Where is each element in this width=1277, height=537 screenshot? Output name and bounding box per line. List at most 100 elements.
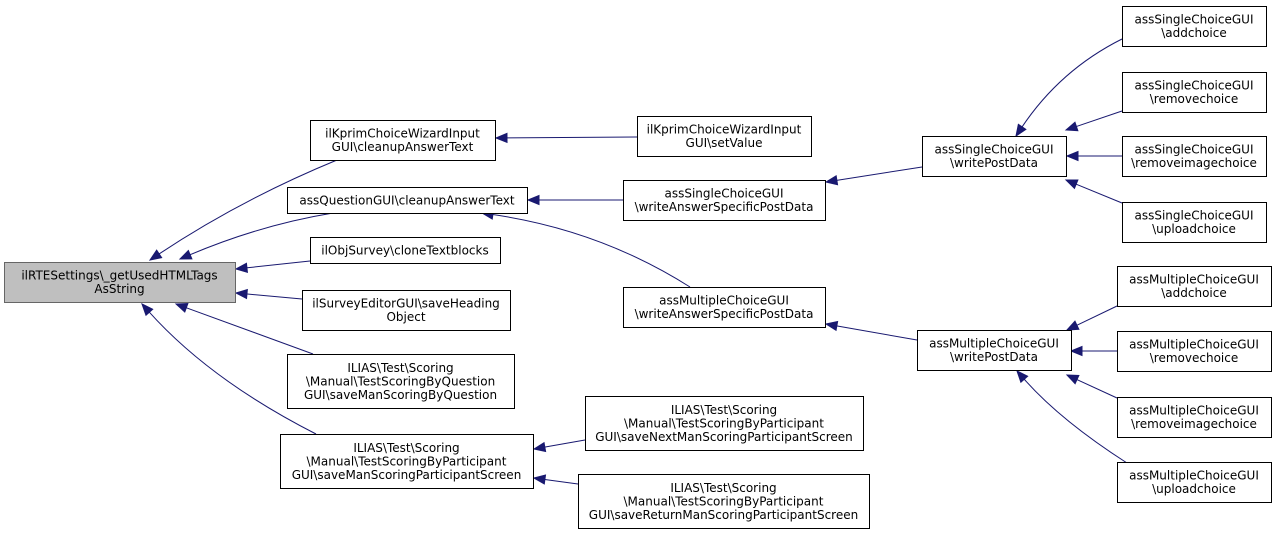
edge-single-upload-to-single-post [1064,179,1123,204]
node-box [310,237,501,264]
node-label-line: \Manual\TestScoringByParticipant [624,494,824,508]
node-label-line: \removeimagechoice [1131,417,1257,431]
node-box [1117,397,1272,438]
edge-kprim-setvalue-to-kprim-cleanup [494,132,638,144]
node-label-line: assSingleChoiceGUI [664,187,783,201]
node-scoring-participant[interactable]: ILIAS\Test\Scoring\Manual\TestScoringByP… [280,434,534,489]
node-label-line: assMultipleChoiceGUI [929,337,1059,351]
node-box [917,330,1072,371]
node-label-line: \writeAnswerSpecificPostData [635,307,814,321]
node-box [1122,136,1267,177]
node-label-line: \uploadchoice [1152,222,1236,236]
node-multi-post[interactable]: assMultipleChoiceGUI\writePostData [917,330,1072,371]
node-label-line: GUI\saveReturnManScoringParticipantScree… [589,508,858,522]
node-label-line: \removeimagechoice [1131,156,1257,170]
arrowhead [178,249,193,260]
arrowhead [824,320,839,332]
node-multi-remove[interactable]: assMultipleChoiceGUI\removechoice [1117,331,1272,372]
node-kprim-cleanup[interactable]: ilKprimChoiceWizardInputGUI\cleanupAnswe… [310,120,496,161]
node-multi-answer[interactable]: assMultipleChoiceGUI\writeAnswerSpecific… [623,287,826,328]
node-label-line: assQuestionGUI\cleanupAnswerText [299,193,514,207]
edge-assq-cleanup-to-root [178,212,334,260]
arrowhead [1064,121,1079,132]
node-label-line: assSingleChoiceGUI [1134,13,1253,27]
node-single-post[interactable]: assSingleChoiceGUI\writePostData [922,136,1067,177]
edge-scoring-return-to-scoring-participant [532,474,579,485]
edge-line [491,213,691,288]
node-box [1122,202,1267,243]
arrowhead [494,132,508,144]
node-label-line: ilKprimChoiceWizardInput [647,123,802,137]
arrowhead [148,249,163,261]
node-box [1117,462,1272,503]
node-label-line: \addchoice [1161,286,1227,300]
node-label-line: assMultipleChoiceGUI [1129,338,1259,352]
node-label-line: assSingleChoiceGUI [1134,143,1253,157]
node-label-line: ilKprimChoiceWizardInput [325,127,480,141]
node-label-line: ilRTESettings\_getUsedHTMLTags [21,269,217,283]
node-label-line: assSingleChoiceGUI [934,143,1053,157]
node-box [1117,266,1272,307]
node-multi-upload[interactable]: assMultipleChoiceGUI\uploadchoice [1117,462,1272,503]
node-box [585,396,864,451]
node-label-line: \uploadchoice [1152,482,1236,496]
node-scoring-next[interactable]: ILIAS\Test\Scoring\Manual\TestScoringByP… [585,396,864,451]
edge-line [1075,378,1118,399]
node-label-line: \removechoice [1150,351,1238,365]
edge-single-post-to-single-answer [824,166,923,186]
edge-scoring-participant-to-root [141,303,317,435]
edge-line [1023,378,1128,464]
node-box [922,136,1067,177]
node-scoring-return[interactable]: ILIAS\Test\Scoring\Manual\TestScoringByP… [578,474,870,529]
edge-line [1075,183,1123,204]
node-label-line: GUI\saveNextManScoringParticipantScreen [595,430,853,444]
node-box [280,434,534,489]
node-multi-add[interactable]: assMultipleChoiceGUI\addchoice [1117,266,1272,307]
node-single-upload[interactable]: assSingleChoiceGUI\uploadchoice [1122,202,1267,243]
edge-multi-removeimage-to-multi-post [1065,374,1118,399]
node-label-line: ilSurveyEditorGUI\saveHeading [312,297,500,311]
node-label-line: Object [386,310,425,324]
node-single-answer[interactable]: assSingleChoiceGUI\writeAnswerSpecificPo… [623,180,826,221]
edge-line [245,293,303,300]
node-single-removeimage[interactable]: assSingleChoiceGUI\removeimagechoice [1122,136,1267,177]
edge-line [1075,110,1123,128]
edge-line [543,478,579,485]
edge-single-add-to-single-post [1015,38,1123,138]
node-box [637,116,812,157]
node-box [287,354,515,409]
arrowhead [1064,179,1079,190]
node-single-remove[interactable]: assSingleChoiceGUI\removechoice [1122,72,1267,113]
node-label-line: assSingleChoiceGUI [1134,209,1253,223]
node-assq-cleanup[interactable]: assQuestionGUI\cleanupAnswerText [287,187,528,214]
node-label-line: \Manual\TestScoringByQuestion [306,374,495,388]
node-label-line: ILIAS\Test\Scoring [347,361,453,375]
edge-surveyeditor-save-to-root [234,288,303,300]
edge-single-answer-to-assq-cleanup [526,194,623,206]
node-scoring-question[interactable]: ILIAS\Test\Scoring\Manual\TestScoringByQ… [287,354,515,409]
edge-multi-upload-to-multi-post [1016,370,1128,464]
arrowhead [532,474,547,485]
node-multi-removeimage[interactable]: assMultipleChoiceGUI\removeimagechoice [1117,397,1272,438]
node-box [310,120,496,161]
edge-line [158,159,338,255]
node-label-line: assMultipleChoiceGUI [1129,273,1259,287]
node-label-line: \Manual\TestScoringByParticipant [307,454,507,468]
edge-scoring-next-to-scoring-participant [532,439,586,453]
node-box [4,262,236,303]
arrowhead [1065,320,1080,331]
edge-multi-answer-to-assq-cleanup [480,209,691,288]
node-label-line: AsString [94,282,144,296]
node-single-add[interactable]: assSingleChoiceGUI\addchoice [1122,6,1267,47]
arrowhead [526,194,540,206]
edge-line [1021,38,1123,128]
node-objsurvey-clone[interactable]: ilObjSurvey\cloneTextblocks [310,237,501,264]
arrowhead [1065,150,1079,162]
node-label-line: ILIAS\Test\Scoring [353,441,459,455]
edge-multi-add-to-multi-post [1065,305,1118,331]
node-label-line: \writeAnswerSpecificPostData [635,200,814,214]
